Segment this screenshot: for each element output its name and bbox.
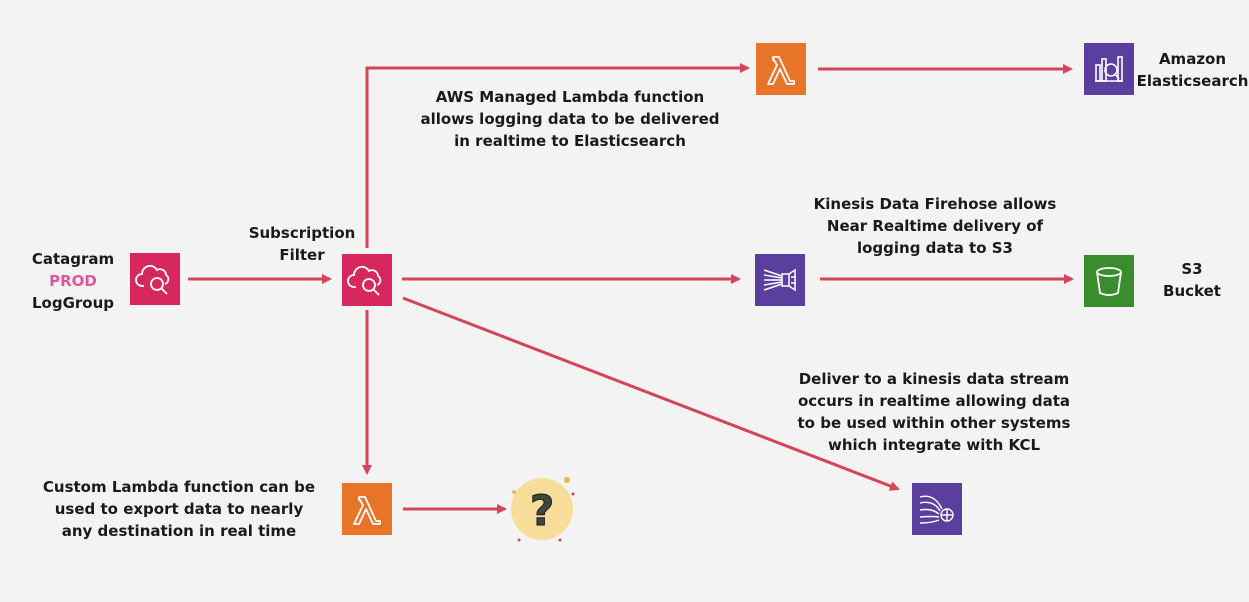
kinesis-stream-annotation: Deliver to a kinesis data stream occurs … <box>797 370 1071 454</box>
firehose-annotation: Kinesis Data Firehose allows Near Realti… <box>813 195 1057 257</box>
arrow-filter-to-kinesis-stream <box>402 296 900 491</box>
cloudwatch-logs-icon <box>342 254 392 306</box>
managed-lambda-annotation: AWS Managed Lambda function allows loggi… <box>420 88 720 150</box>
s3-label: S3 Bucket <box>1163 260 1221 300</box>
lambda-icon <box>756 43 806 95</box>
elasticsearch-label: Amazon Elasticsearch <box>1136 50 1249 90</box>
lambda-icon <box>342 483 392 535</box>
s3-bucket-icon <box>1084 255 1134 307</box>
question-symbol: ? <box>530 486 554 535</box>
kinesis-data-stream-icon <box>912 483 962 535</box>
custom-lambda-annotation: Custom Lambda function can be used to ex… <box>42 478 316 540</box>
subscription-filter-label: Subscription Filter <box>248 224 356 264</box>
kinesis-firehose-icon <box>755 254 805 306</box>
loggroup-label: Catagram PROD LogGroup <box>31 250 115 312</box>
arrow-filter-to-managed-lambda <box>365 63 750 248</box>
cloudwatch-logs-icon <box>130 253 180 305</box>
question-mark-icon: ? <box>506 474 576 544</box>
elasticsearch-icon <box>1084 43 1134 95</box>
